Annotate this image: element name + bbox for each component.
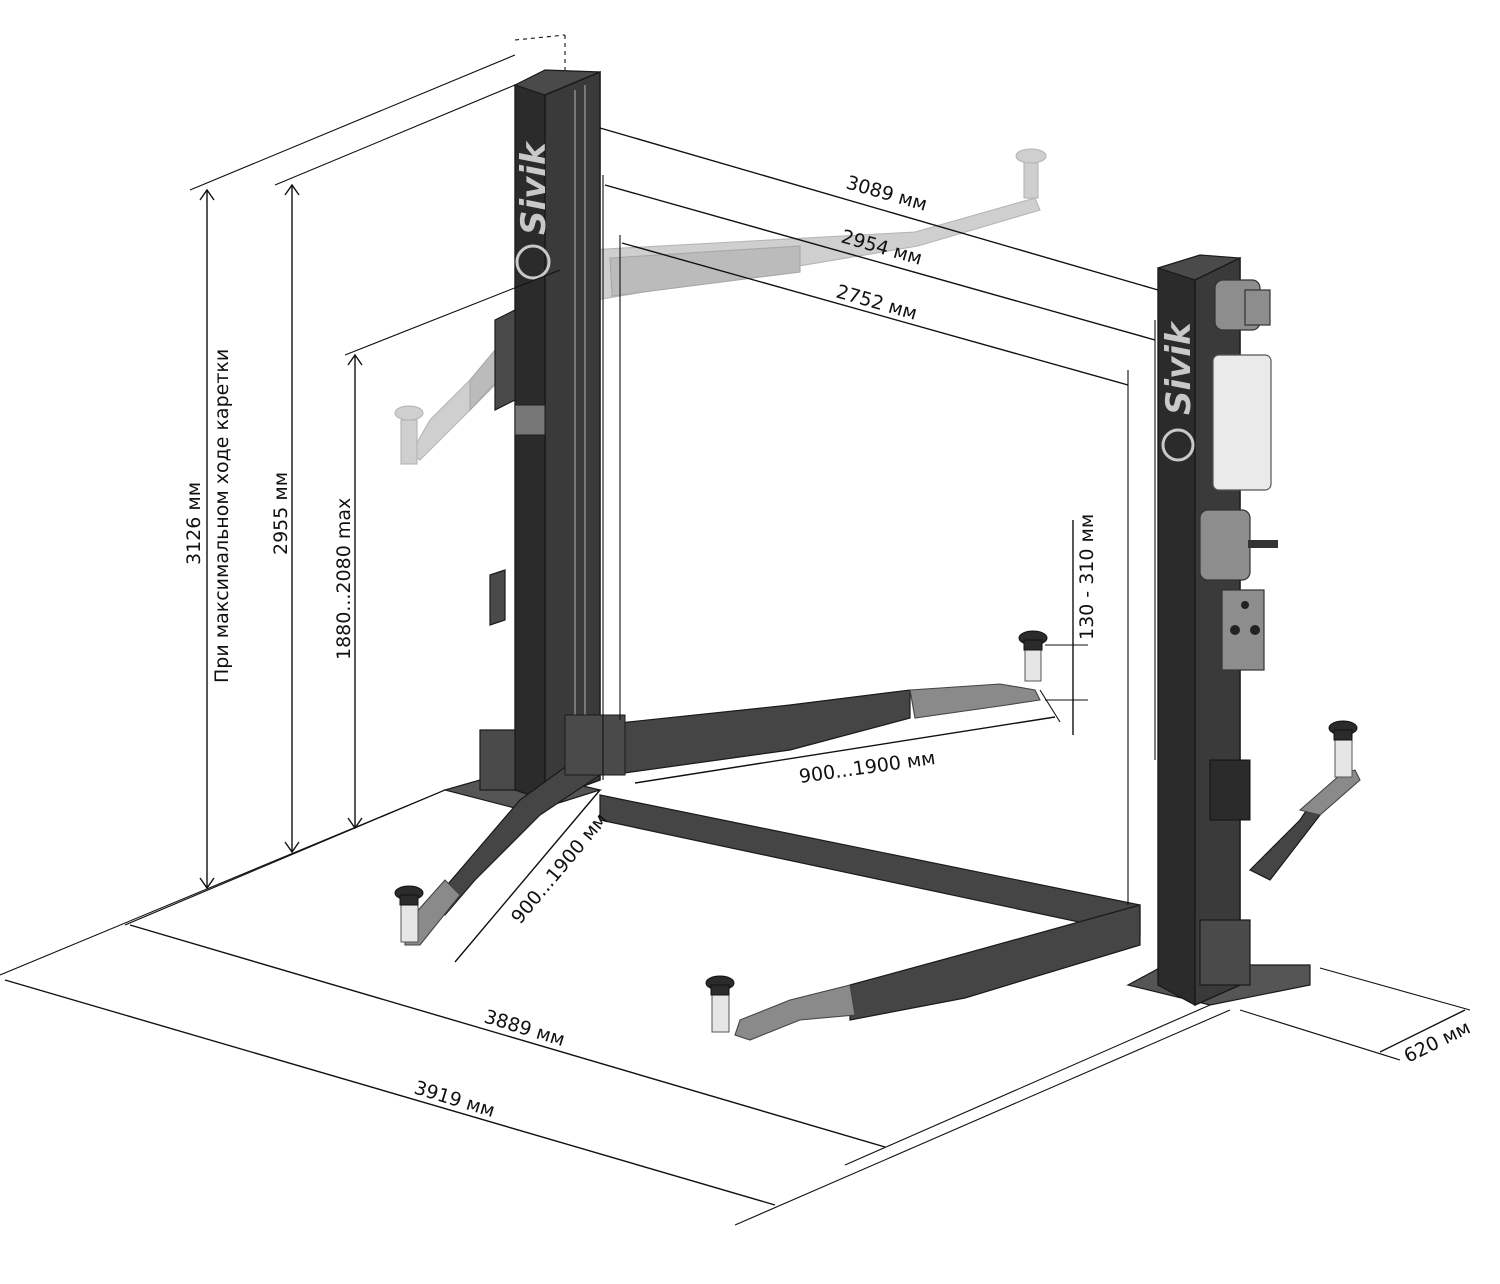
- label-width-inner: 2752 мм: [834, 281, 920, 325]
- label-arm-long: 900...1900 мм: [798, 747, 937, 788]
- label-base-depth: 3889 мм: [482, 1006, 568, 1051]
- dimension-lines: [0, 34, 1471, 1226]
- label-height-max-note: При максимальном ходе каретки: [211, 349, 233, 683]
- label-pad-height: 130 - 310 мм: [1076, 514, 1098, 640]
- label-height-max: 3126 мм: [183, 482, 205, 565]
- right-lower-arms: [705, 720, 1361, 1041]
- left-post: Sivik: [442, 69, 603, 813]
- brand-logo-right: Sivik: [1159, 320, 1199, 415]
- brand-logo-left: Sivik: [514, 140, 554, 235]
- right-post: Sivik: [1126, 254, 1311, 1007]
- floor-beam: [599, 794, 1141, 936]
- label-height-post: 2955 мм: [270, 472, 292, 555]
- left-lower-arms: [394, 630, 1048, 946]
- label-total-depth: 3919 мм: [412, 1077, 498, 1122]
- label-width-outer: 3089 мм: [844, 172, 930, 216]
- raised-arms-ghost: [394, 148, 1047, 465]
- label-lift-height: 1880...2080 max: [333, 498, 355, 660]
